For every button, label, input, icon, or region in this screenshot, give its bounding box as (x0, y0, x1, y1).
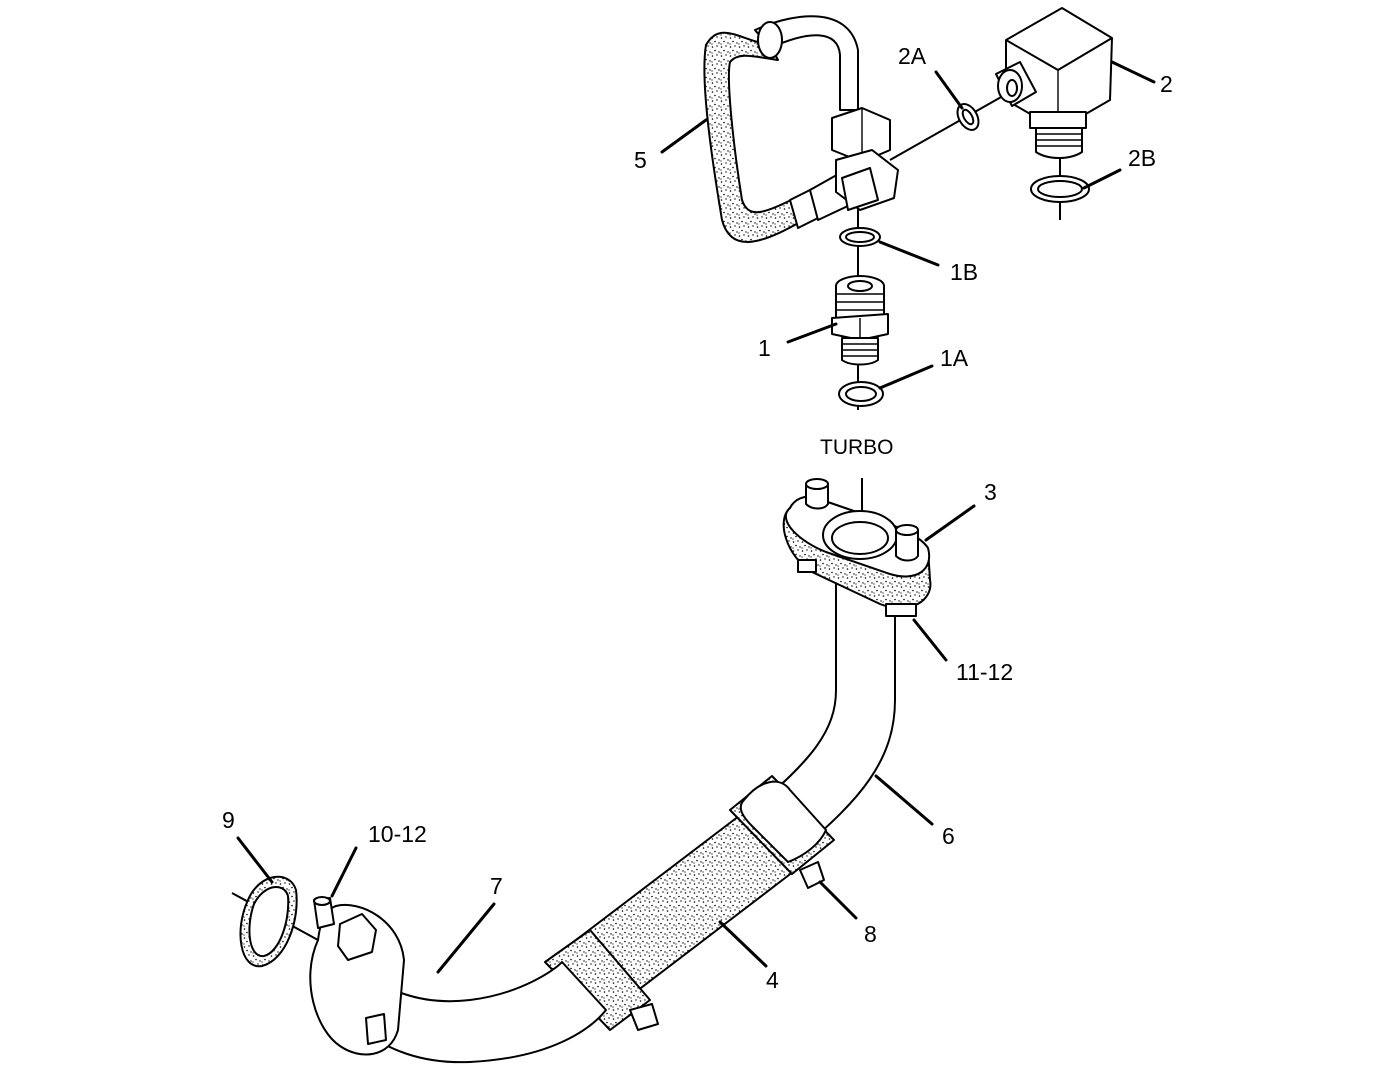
label-part-2: 2 (1160, 71, 1173, 97)
part-10-12-flange-bolts (309, 896, 405, 1056)
assembly-centerlines (231, 91, 1061, 941)
label-part-2a: 2A (898, 43, 927, 69)
label-part-2b: 2B (1128, 145, 1156, 171)
label-part-10-12: 10-12 (368, 821, 427, 847)
label-part-5: 5 (634, 147, 647, 173)
part-1b-o-ring (839, 227, 881, 247)
label-part-4: 4 (766, 967, 779, 993)
label-part-1b: 1B (950, 259, 978, 285)
location-label-turbo: TURBO (820, 436, 894, 459)
part-1a-o-ring (838, 381, 884, 407)
label-part-7: 7 (490, 873, 503, 899)
part-8-clamps (544, 775, 835, 1031)
callout-labels: 5 2A 2 2B 1B 1 1A TURBO 3 11-12 6 8 4 7 … (222, 43, 1173, 993)
part-1-connector (831, 275, 889, 366)
label-part-6: 6 (942, 823, 955, 849)
label-part-1: 1 (758, 335, 771, 361)
part-9-gasket (239, 875, 298, 968)
part-2-elbow-fitting (995, 7, 1113, 159)
part-3-flange-gasket (782, 478, 932, 617)
part-2a-o-ring (956, 103, 980, 131)
part-2b-o-ring (1030, 175, 1090, 203)
label-part-9: 9 (222, 807, 235, 833)
label-part-11-12: 11-12 (956, 659, 1013, 685)
leader-lines (236, 60, 1156, 974)
label-part-3: 3 (984, 479, 997, 505)
part-7-lower-tube (345, 957, 607, 1064)
label-part-8: 8 (864, 921, 877, 947)
label-part-1a: 1A (940, 345, 969, 371)
tee-fitting (831, 107, 899, 211)
